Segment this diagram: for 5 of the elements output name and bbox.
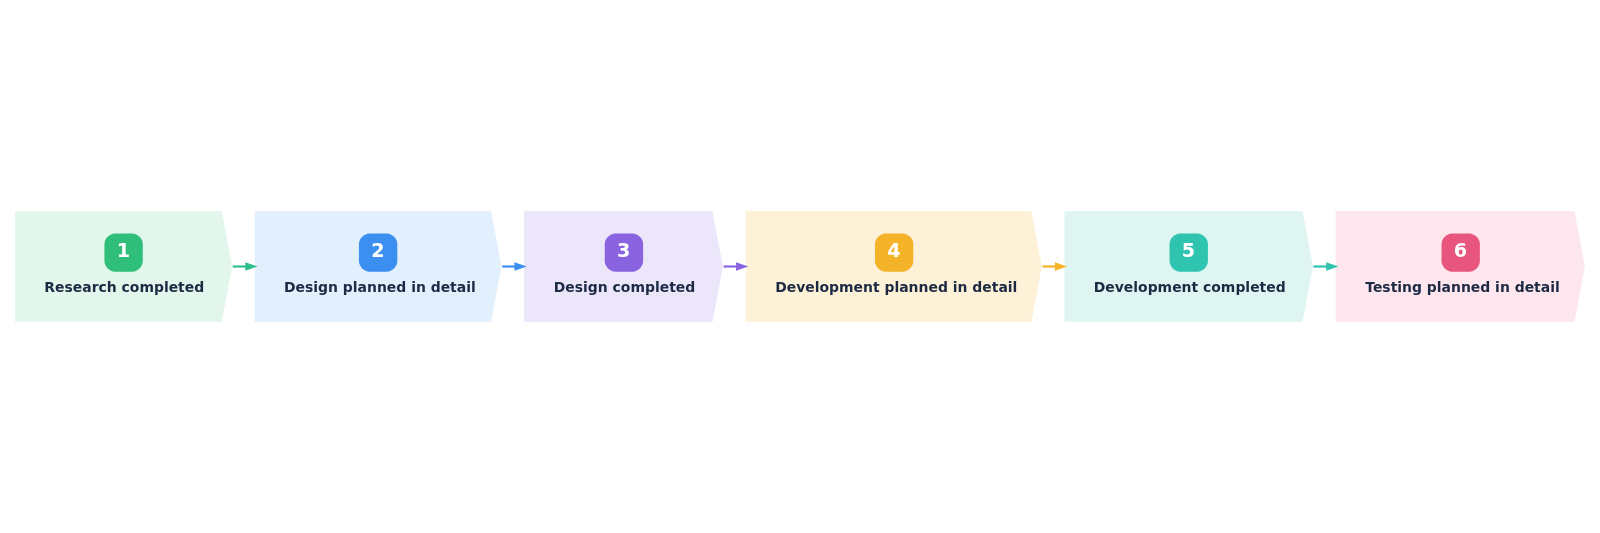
arrow xyxy=(232,262,258,271)
arrow xyxy=(1313,262,1339,271)
arrow xyxy=(502,262,527,271)
arrow xyxy=(723,262,749,271)
arrow xyxy=(1042,262,1068,271)
